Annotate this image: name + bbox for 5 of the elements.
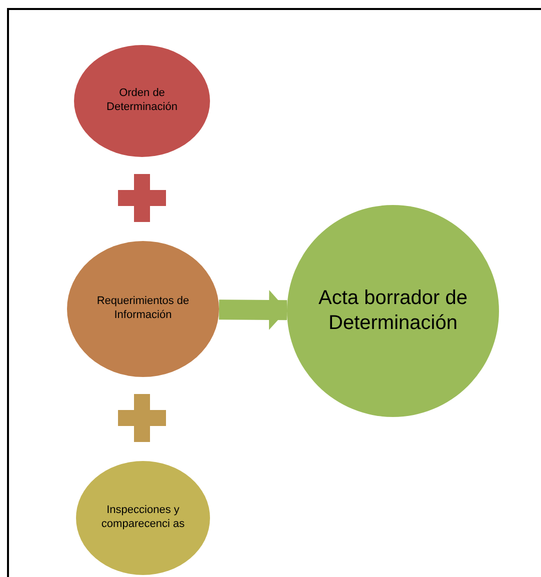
block-arrow — [218, 290, 288, 330]
node-label: Requerimientos de Información — [96, 295, 190, 323]
node-label: Orden de Determinación — [106, 87, 178, 115]
node-label: Inspecciones y comparecenci as — [100, 504, 186, 532]
node-label: Acta borrador de Determinación — [318, 286, 468, 336]
